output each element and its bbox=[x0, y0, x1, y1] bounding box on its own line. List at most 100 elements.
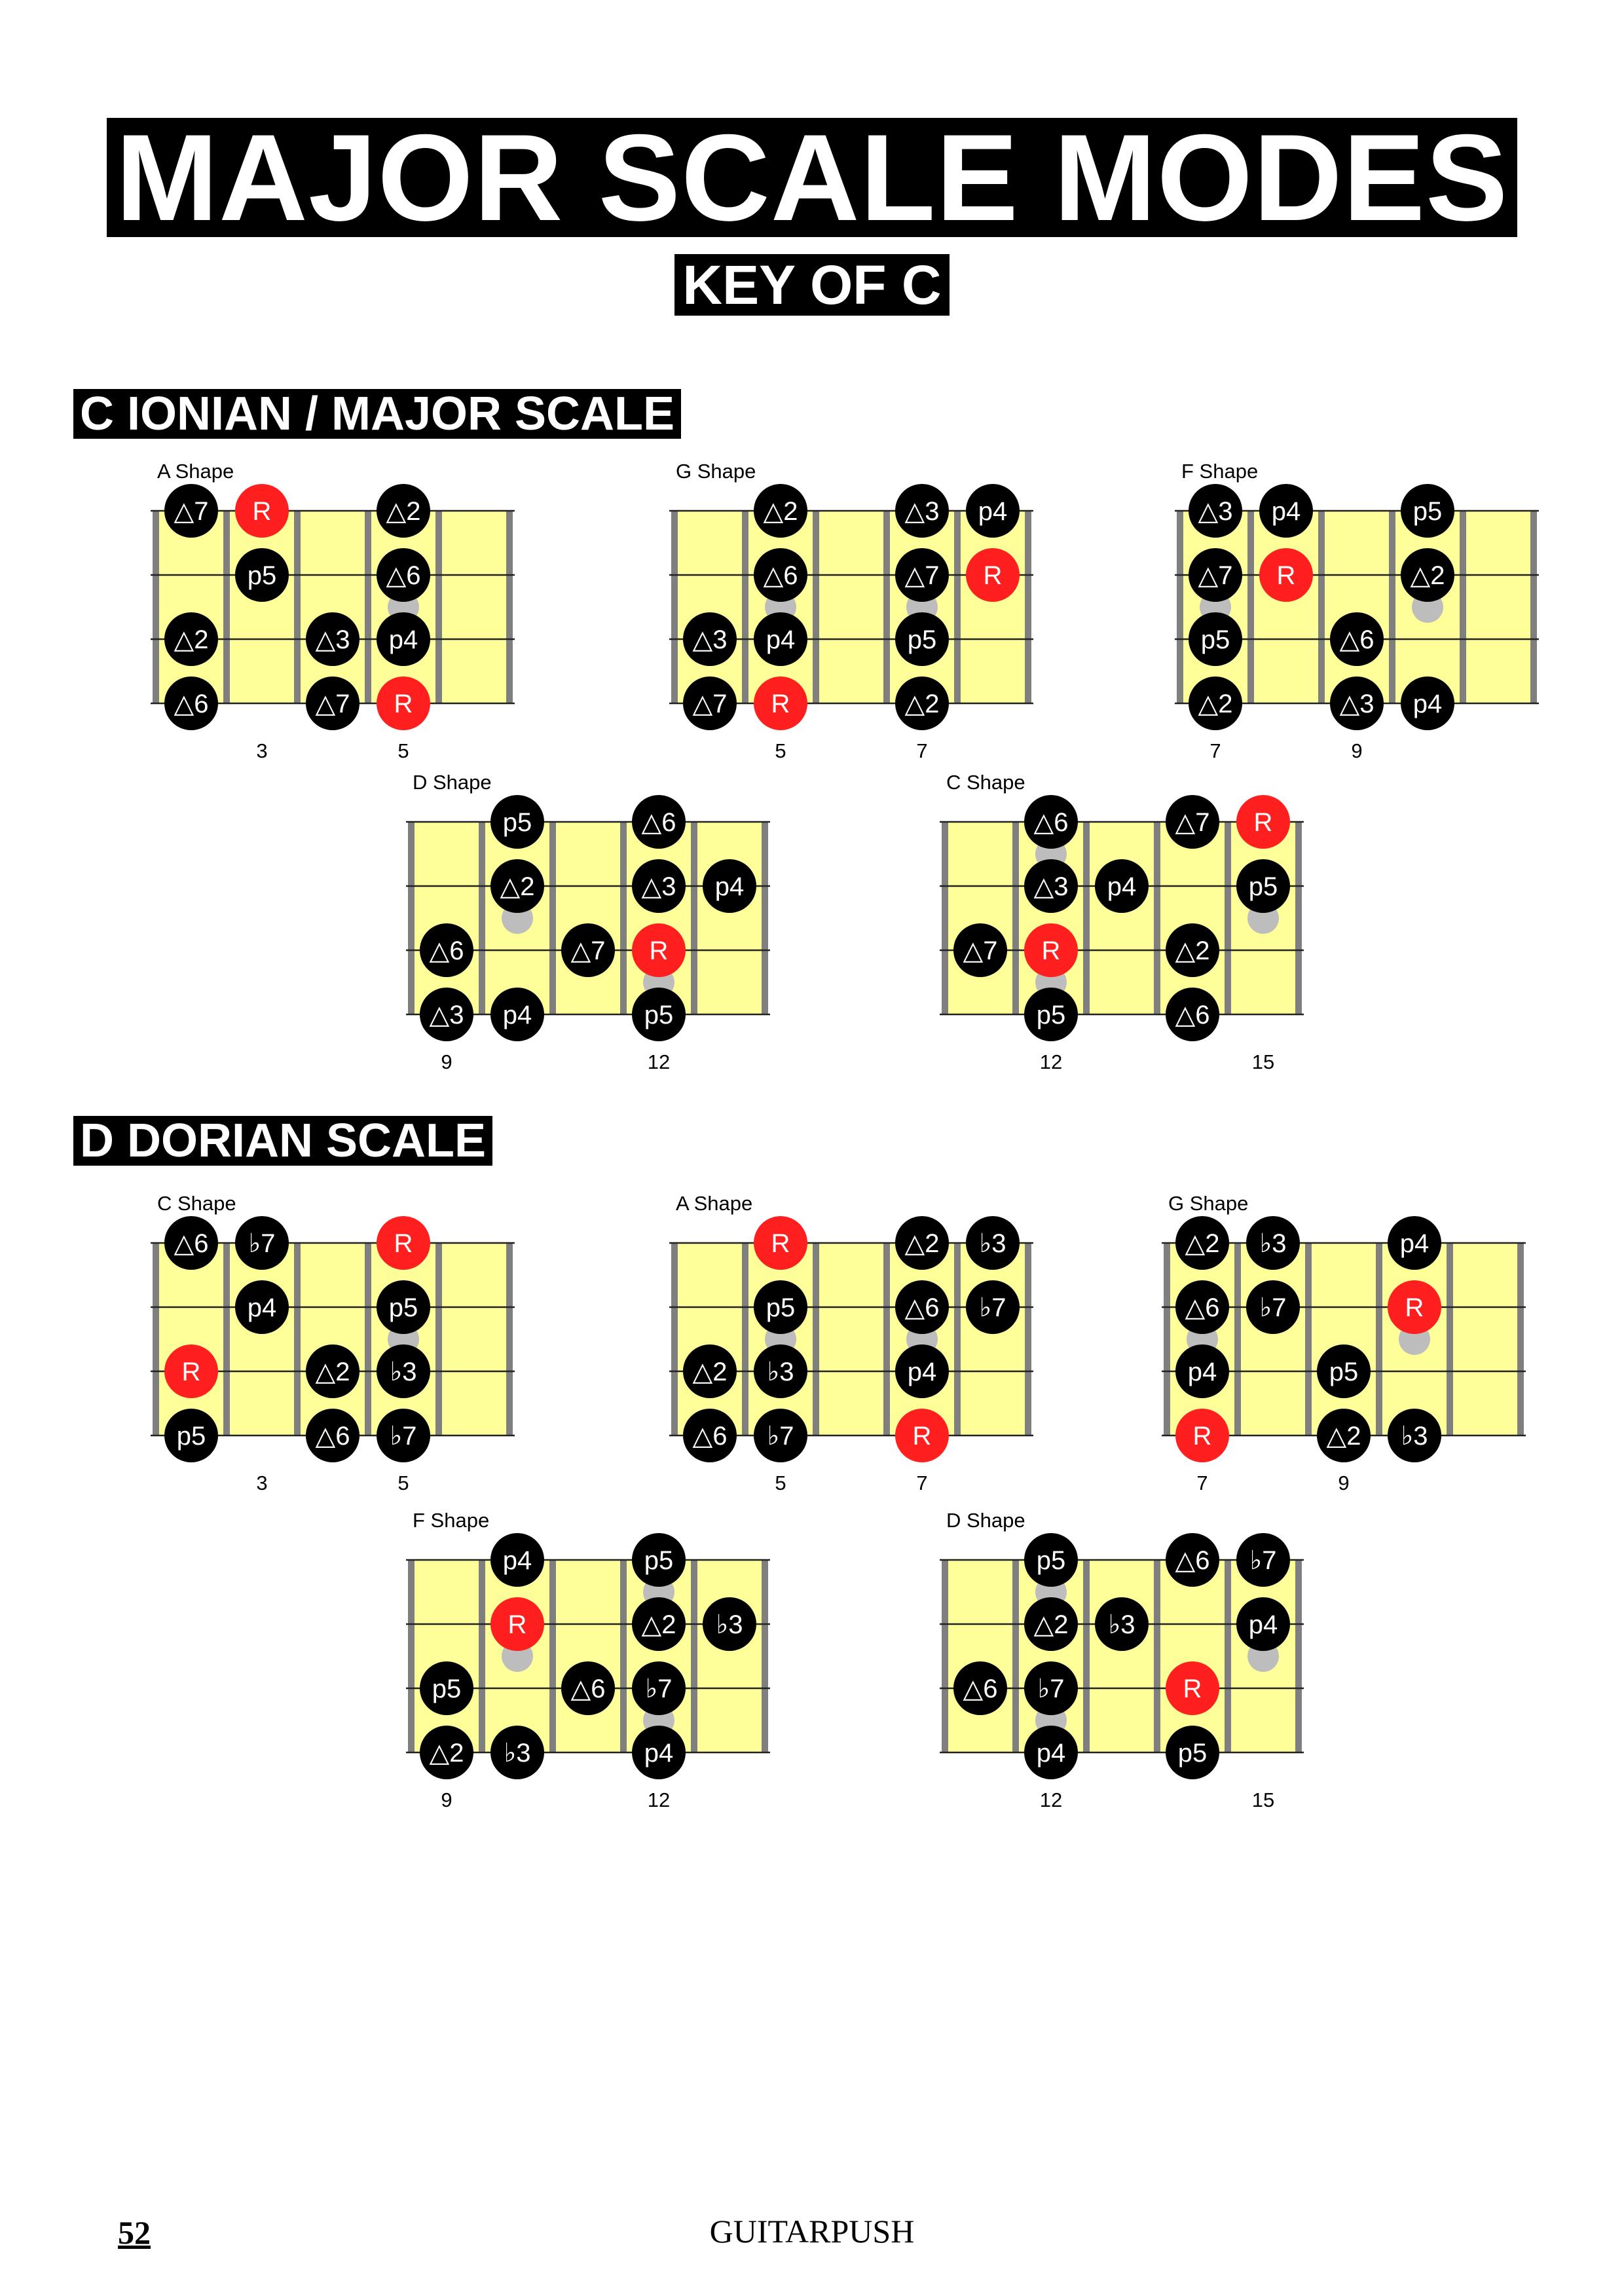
note-label: ♭3 bbox=[1259, 1229, 1286, 1258]
note-label: R bbox=[771, 1229, 790, 1258]
note-dot bbox=[1388, 1409, 1441, 1462]
note-label: p5 bbox=[766, 1293, 796, 1322]
root-note bbox=[377, 1216, 430, 1270]
fret-number: 15 bbox=[1252, 1788, 1274, 1811]
note-label: △2 bbox=[692, 1358, 727, 1386]
note-label: △6 bbox=[174, 690, 208, 718]
note-dot bbox=[420, 988, 473, 1041]
note-label: p5 bbox=[432, 1675, 462, 1703]
note-dot bbox=[1095, 1597, 1149, 1651]
shape-name: D Shape bbox=[413, 771, 492, 794]
note-label: R bbox=[1193, 1422, 1212, 1451]
note-label: p4 bbox=[503, 1001, 532, 1029]
note-label: △3 bbox=[429, 1001, 464, 1029]
note-label: p5 bbox=[177, 1422, 206, 1451]
fret-line bbox=[691, 822, 697, 1014]
fret-number: 7 bbox=[1209, 739, 1221, 762]
note-dot bbox=[1401, 676, 1454, 730]
shape-name: G Shape bbox=[1168, 1192, 1248, 1215]
note-dot bbox=[1330, 676, 1384, 730]
note-label: R bbox=[1183, 1675, 1202, 1703]
note-label: △6 bbox=[570, 1675, 605, 1703]
fret-line bbox=[435, 511, 442, 703]
note-dot bbox=[420, 1661, 473, 1715]
note-dot bbox=[966, 1280, 1020, 1334]
note-label: △7 bbox=[174, 497, 208, 526]
fret-line bbox=[1025, 511, 1031, 703]
fret-line bbox=[1012, 1560, 1019, 1752]
fret-line bbox=[1025, 1243, 1031, 1435]
brand-name: GUITARPUSH bbox=[709, 2213, 915, 2250]
note-label: p5 bbox=[644, 1001, 674, 1029]
fret-line bbox=[1447, 1243, 1453, 1435]
shape-name: A Shape bbox=[157, 460, 234, 483]
page-title: MAJOR SCALE MODES bbox=[106, 116, 1518, 239]
note-label: △2 bbox=[429, 1739, 464, 1768]
note-dot bbox=[235, 1280, 289, 1334]
note-label: ♭7 bbox=[645, 1675, 672, 1703]
note-label: ♭7 bbox=[1037, 1675, 1064, 1703]
note-dot bbox=[754, 1280, 807, 1334]
note-dot bbox=[490, 1726, 544, 1779]
note-label: △2 bbox=[763, 497, 798, 526]
note-dot bbox=[632, 1661, 686, 1715]
note-label: R bbox=[984, 561, 1003, 590]
note-label: p4 bbox=[1188, 1358, 1217, 1386]
fret-number: 12 bbox=[1040, 1788, 1062, 1811]
note-dot bbox=[1024, 1533, 1078, 1587]
note-label: p4 bbox=[1413, 690, 1443, 718]
fret-number: 7 bbox=[1196, 1472, 1208, 1494]
note-label: △3 bbox=[1339, 690, 1374, 718]
root-note bbox=[1259, 548, 1313, 602]
note-dot bbox=[306, 1344, 360, 1398]
note-label: △6 bbox=[963, 1675, 997, 1703]
fret-line bbox=[223, 511, 230, 703]
note-dot bbox=[895, 484, 949, 538]
note-dot bbox=[953, 1661, 1007, 1715]
note-label: ♭7 bbox=[979, 1293, 1006, 1322]
fret-line bbox=[742, 1243, 748, 1435]
note-label: △6 bbox=[641, 808, 676, 837]
fret-line bbox=[671, 1243, 678, 1435]
subtitle-wrap: KEY OF C bbox=[0, 254, 1624, 316]
note-label: △6 bbox=[1185, 1293, 1219, 1322]
note-label: △2 bbox=[641, 1610, 676, 1639]
note-label: p5 bbox=[908, 625, 937, 654]
fret-number: 7 bbox=[916, 1472, 927, 1494]
note-label: p4 bbox=[1037, 1739, 1066, 1768]
note-dot bbox=[895, 1216, 949, 1270]
note-dot bbox=[1330, 612, 1384, 666]
note-label: △6 bbox=[904, 1293, 939, 1322]
root-note bbox=[164, 1344, 218, 1398]
note-label: p4 bbox=[389, 625, 418, 654]
fret-line bbox=[408, 1560, 415, 1752]
root-note bbox=[1236, 795, 1290, 849]
note-dot bbox=[1236, 1597, 1290, 1651]
note-label: △3 bbox=[904, 497, 939, 526]
note-dot bbox=[683, 1409, 737, 1462]
fret-line bbox=[883, 511, 890, 703]
note-label: R bbox=[394, 1229, 413, 1258]
fret-line bbox=[435, 1243, 442, 1435]
note-label: △2 bbox=[904, 690, 939, 718]
section-title-ionian: C IONIAN / MAJOR SCALE bbox=[73, 389, 682, 439]
note-label: ♭7 bbox=[1259, 1293, 1286, 1322]
note-dot bbox=[683, 1344, 737, 1398]
fret-line bbox=[1247, 511, 1254, 703]
note-dot bbox=[703, 859, 756, 913]
fret-line bbox=[954, 511, 961, 703]
fret-number: 3 bbox=[256, 1472, 267, 1494]
note-label: R bbox=[508, 1610, 527, 1639]
note-dot bbox=[895, 676, 949, 730]
note-dot bbox=[377, 548, 430, 602]
root-note bbox=[754, 1216, 807, 1270]
note-dot bbox=[1175, 1344, 1229, 1398]
